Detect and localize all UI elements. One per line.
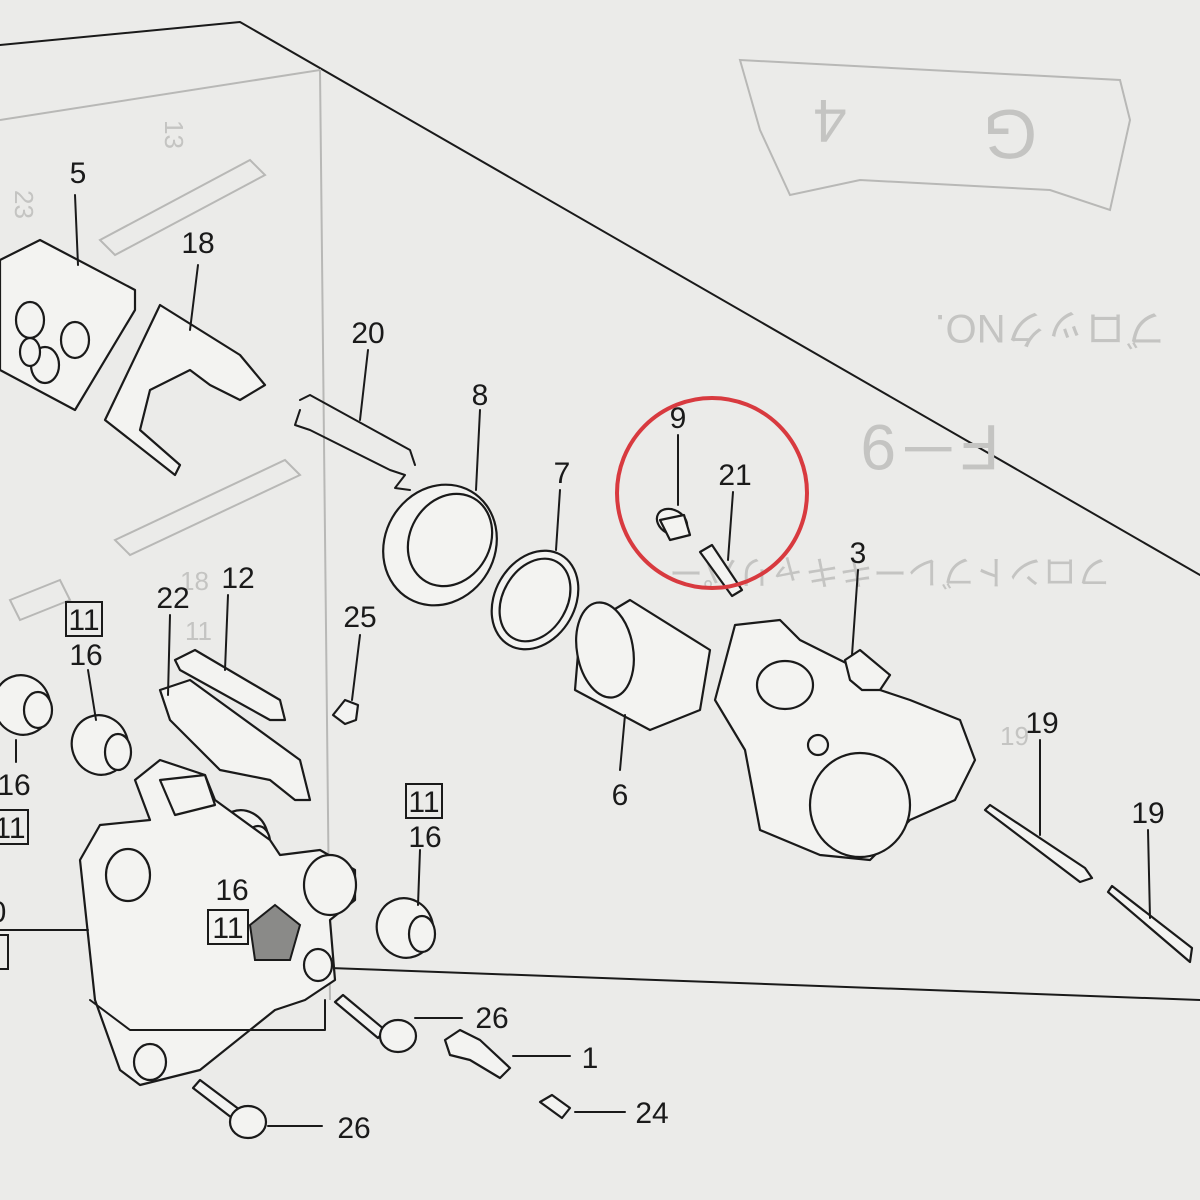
pad-pin-clip [294,409,411,491]
callout-10-partial: 0 [0,896,6,929]
callout-11-c: 11 [408,786,439,819]
bushing-mid-left [70,714,133,776]
ghost-18: 18 [180,566,209,596]
leader-19-b [1147,829,1151,919]
leader-20 [359,349,369,421]
callout-11-a: 11 [68,604,99,637]
callout-19-b: 19 [1131,797,1164,830]
callout-16-c: 16 [408,821,441,854]
ghost-tab-g: G [983,95,1037,173]
leader-22 [167,614,171,696]
leader-6 [619,714,626,771]
callout-25: 25 [343,601,376,634]
callout-24: 24 [635,1097,668,1130]
callout-22: 22 [156,582,189,615]
ghost-frame [0,68,331,1001]
callout-11-d: 11 [212,912,243,945]
ghost-tab: G 4 [738,58,1132,212]
leader-18 [189,264,199,331]
ghost-13: 13 [159,120,189,149]
leader-bracket [89,999,326,1031]
pad-retainer [158,648,312,802]
diagram-frame-bottom [329,967,1200,1001]
ghost-19: 19 [1000,721,1029,751]
callout-18: 18 [181,227,214,260]
caliper-body [713,618,977,862]
boxed-11-d [207,909,249,945]
piston-seal [490,549,580,651]
callout-21: 21 [718,459,751,492]
pin-19-b [1106,884,1194,964]
caliper-bracket [78,758,358,1087]
boxed-partial [0,934,9,970]
callout-9: 9 [670,402,687,435]
leader-3 [851,569,859,656]
dust-seal [382,483,498,607]
screw-24 [538,1093,572,1120]
bleeder-valve [698,543,744,598]
ghost-23: 23 [9,190,39,219]
pin-19-a [983,803,1094,884]
brake-pad [0,238,137,412]
bushing-left [0,674,54,736]
ghost-pins [8,158,302,622]
ghost-tab-4: 4 [813,87,846,154]
callout-6: 6 [612,779,629,812]
leader-7 [555,489,561,551]
boxed-11-a [65,601,103,637]
leader-21 [727,491,734,561]
highlight-circle [615,396,809,590]
diagram-frame-top [0,21,1200,576]
leader-12 [224,594,229,671]
callout-12: 12 [221,562,254,595]
ghost-block-code: F－9 [861,411,1000,483]
caliper-piston [573,598,712,732]
bolt-26-upper [333,993,418,1054]
boxed-11-b [0,809,29,845]
callout-19-a: 19 [1025,707,1058,740]
ghost-11: 11 [185,616,212,646]
callout-20: 20 [351,317,384,350]
callout-1: 1 [582,1042,599,1075]
callout-8: 8 [472,379,489,412]
callout-26-b: 26 [337,1112,370,1145]
leader-8 [475,409,481,491]
hose-clip [443,1028,512,1080]
callout-11-b: 11 [0,812,26,845]
leader-5 [74,194,79,266]
callout-16-a: 16 [69,639,102,672]
callout-26-a: 26 [475,1002,508,1035]
callout-16-d: 16 [215,874,248,907]
callout-7: 7 [554,457,571,490]
bushing-right [375,897,437,959]
leader-25 [351,634,361,701]
callout-3: 3 [850,537,867,570]
callout-16-b: 16 [0,769,31,802]
small-screw [331,698,360,726]
bleeder-cap [655,507,692,542]
pad-shim [103,303,267,477]
bolt-26-lower [191,1078,268,1140]
boxed-11-c [405,783,443,819]
callout-5: 5 [70,157,87,190]
ghost-block-no-label: ブロックNO. [934,306,1165,350]
